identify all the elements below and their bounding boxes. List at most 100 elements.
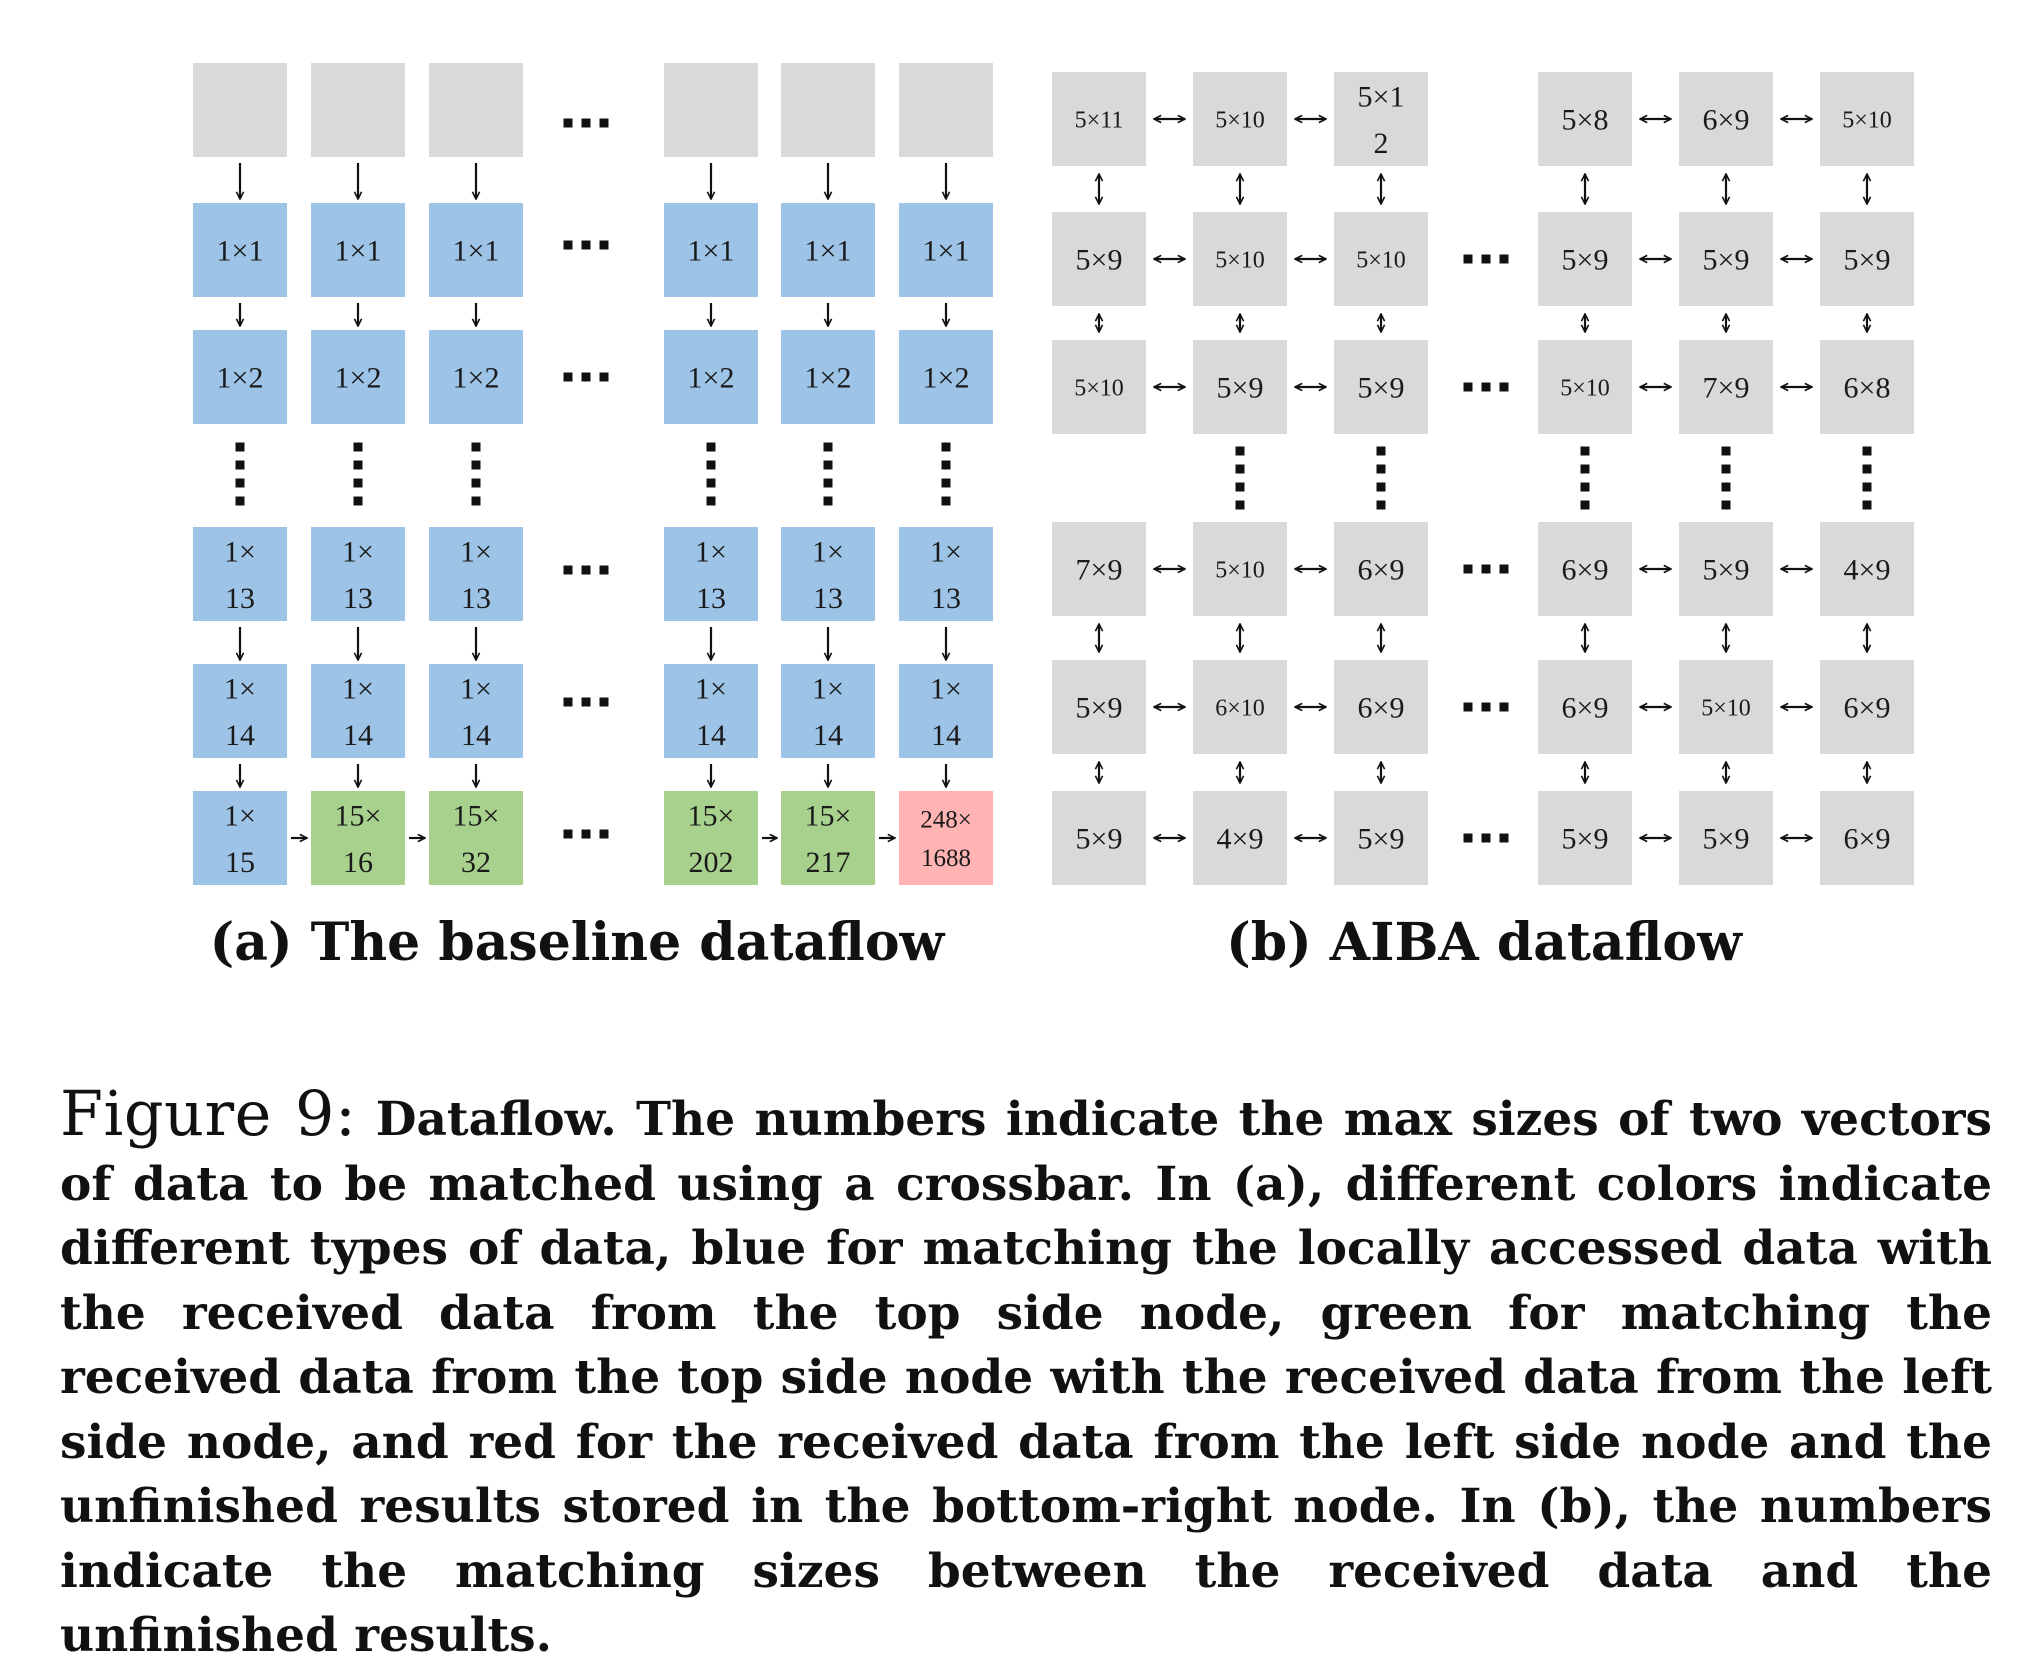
node-label: 248×1688 bbox=[920, 806, 972, 872]
node-label: 1×14 bbox=[224, 672, 256, 752]
node-b-r4-c0: 5×9 bbox=[1052, 660, 1146, 754]
node-b-r4-c4: 5×10 bbox=[1679, 660, 1773, 754]
horizontal-ellipsis bbox=[563, 565, 609, 575]
horizontal-ellipsis bbox=[563, 118, 609, 128]
node-a-r4-c0: 1×14 bbox=[193, 664, 287, 758]
node-b-r1-c1: 5×10 bbox=[1193, 212, 1287, 306]
node-a-r0-c2 bbox=[429, 63, 523, 157]
horizontal-ellipsis bbox=[1463, 564, 1509, 574]
node-label: 5×10 bbox=[1701, 695, 1751, 721]
figure-caption: Figure 9: Dataflow. The numbers indicate… bbox=[60, 1081, 1992, 1669]
node-label: 5×8 bbox=[1562, 104, 1609, 137]
node-a-r0-c1 bbox=[311, 63, 405, 157]
node-label: 1×1 bbox=[923, 235, 970, 268]
node-b-r3-c1: 5×10 bbox=[1193, 522, 1287, 616]
node-label: 5×10 bbox=[1215, 107, 1265, 133]
node-label: 6×9 bbox=[1358, 692, 1405, 725]
vertical-ellipsis bbox=[941, 442, 951, 506]
node-label: 1×13 bbox=[342, 535, 374, 615]
node-b-r2-c4: 7×9 bbox=[1679, 340, 1773, 434]
node-b-r2-c2: 5×9 bbox=[1334, 340, 1428, 434]
node-label: 5×9 bbox=[1844, 244, 1891, 277]
node-label: 5×9 bbox=[1562, 823, 1609, 856]
node-a-r1-c0: 1×1 bbox=[193, 203, 287, 297]
node-label: 4×9 bbox=[1844, 554, 1891, 587]
node-b-r3-c5: 4×9 bbox=[1820, 522, 1914, 616]
node-label: 5×9 bbox=[1358, 372, 1405, 405]
node-a-r3-c0: 1×13 bbox=[193, 527, 287, 621]
node-b-r2-c3: 5×10 bbox=[1538, 340, 1632, 434]
node-b-r1-c3: 5×9 bbox=[1538, 212, 1632, 306]
node-a-r2-c0: 1×2 bbox=[193, 330, 287, 424]
vertical-ellipsis bbox=[1721, 446, 1731, 510]
horizontal-ellipsis bbox=[1463, 833, 1509, 843]
horizontal-ellipsis bbox=[563, 240, 609, 250]
node-label: 6×9 bbox=[1844, 692, 1891, 725]
node-b-r0-c5: 5×10 bbox=[1820, 72, 1914, 166]
node-b-r5-c4: 5×9 bbox=[1679, 791, 1773, 885]
node-label: 1×13 bbox=[695, 535, 727, 615]
node-a-r2-c3: 1×2 bbox=[664, 330, 758, 424]
node-a-r0-c5 bbox=[899, 63, 993, 157]
node-b-r1-c5: 5×9 bbox=[1820, 212, 1914, 306]
figure-caption-text: Dataflow. The numbers indicate the max s… bbox=[60, 1092, 1992, 1663]
node-a-r5-c4: 15×217 bbox=[781, 791, 875, 885]
horizontal-ellipsis bbox=[563, 829, 609, 839]
node-a-r0-c0 bbox=[193, 63, 287, 157]
node-a-r5-c5: 248×1688 bbox=[899, 791, 993, 885]
node-label: 5×9 bbox=[1703, 554, 1750, 587]
node-a-r0-c4 bbox=[781, 63, 875, 157]
node-label: 1×1 bbox=[688, 235, 735, 268]
vertical-ellipsis bbox=[471, 442, 481, 506]
node-a-r4-c5: 1×14 bbox=[899, 664, 993, 758]
node-label: 5×9 bbox=[1562, 244, 1609, 277]
node-label: 1×1 bbox=[217, 235, 264, 268]
node-a-r1-c2: 1×1 bbox=[429, 203, 523, 297]
node-a-r4-c4: 1×14 bbox=[781, 664, 875, 758]
node-a-r3-c5: 1×13 bbox=[899, 527, 993, 621]
node-b-r4-c5: 6×9 bbox=[1820, 660, 1914, 754]
node-label: 5×9 bbox=[1076, 823, 1123, 856]
node-label: 5×11 bbox=[1075, 107, 1124, 133]
node-label: 1×14 bbox=[460, 672, 492, 752]
node-a-r2-c5: 1×2 bbox=[899, 330, 993, 424]
node-a-r0-c3 bbox=[664, 63, 758, 157]
node-label: 1×14 bbox=[342, 672, 374, 752]
node-label: 5×10 bbox=[1842, 107, 1892, 133]
node-label: 1×2 bbox=[688, 362, 735, 395]
node-b-r4-c3: 6×9 bbox=[1538, 660, 1632, 754]
node-b-r0-c0: 5×11 bbox=[1052, 72, 1146, 166]
node-a-r5-c1: 15×16 bbox=[311, 791, 405, 885]
node-label: 6×9 bbox=[1358, 554, 1405, 587]
node-a-r3-c2: 1×13 bbox=[429, 527, 523, 621]
node-b-r1-c0: 5×9 bbox=[1052, 212, 1146, 306]
node-b-r2-c5: 6×8 bbox=[1820, 340, 1914, 434]
node-b-r3-c3: 6×9 bbox=[1538, 522, 1632, 616]
node-b-r0-c1: 5×10 bbox=[1193, 72, 1287, 166]
node-label: 5×9 bbox=[1076, 692, 1123, 725]
node-label: 5×10 bbox=[1560, 375, 1610, 401]
node-label: 1×13 bbox=[812, 535, 844, 615]
node-b-r5-c2: 5×9 bbox=[1334, 791, 1428, 885]
node-label: 6×9 bbox=[1844, 823, 1891, 856]
node-label: 5×10 bbox=[1215, 247, 1265, 273]
node-label: 1×13 bbox=[930, 535, 962, 615]
node-b-r3-c2: 6×9 bbox=[1334, 522, 1428, 616]
node-a-r5-c2: 15×32 bbox=[429, 791, 523, 885]
node-label: 5×10 bbox=[1356, 247, 1406, 273]
node-label: 5×9 bbox=[1076, 244, 1123, 277]
horizontal-ellipsis bbox=[1463, 702, 1509, 712]
node-label: 7×9 bbox=[1076, 554, 1123, 587]
node-label: 6×10 bbox=[1215, 695, 1265, 721]
node-b-r5-c0: 5×9 bbox=[1052, 791, 1146, 885]
node-b-r1-c4: 5×9 bbox=[1679, 212, 1773, 306]
node-label: 6×9 bbox=[1703, 104, 1750, 137]
node-a-r1-c5: 1×1 bbox=[899, 203, 993, 297]
node-label: 1×13 bbox=[224, 535, 256, 615]
node-label: 15×217 bbox=[805, 799, 852, 879]
node-label: 5×9 bbox=[1217, 372, 1264, 405]
node-label: 4×9 bbox=[1217, 823, 1264, 856]
